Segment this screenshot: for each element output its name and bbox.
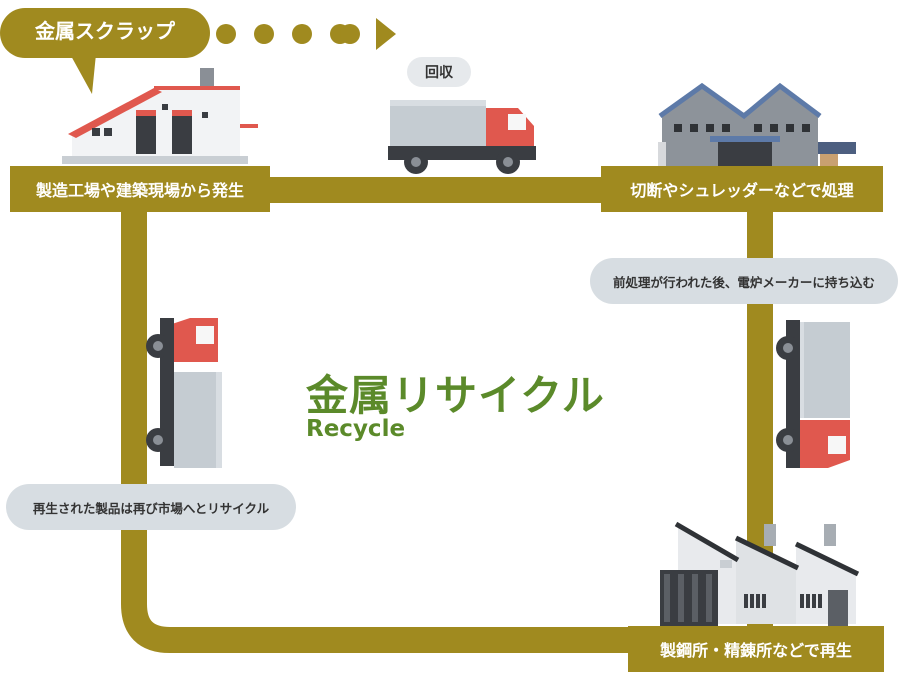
flow-arrow-icon — [216, 18, 396, 50]
scrap-bubble-label: 金属スクラップ — [35, 18, 175, 43]
truck-right-icon — [776, 320, 850, 468]
steel-mill-icon — [660, 521, 860, 626]
recovery-tag: 回収 — [407, 57, 471, 87]
truck-icon — [388, 100, 536, 174]
flow-arrow-dot-icon — [340, 24, 360, 44]
station-processing-label: 切断やシュレッダーなどで処理 — [601, 166, 883, 212]
station-steelworks-label: 製鋼所・精錬所などで再生 — [628, 626, 884, 672]
note-to-furnace: 前処理が行われた後、電炉メーカーに持ち込む — [590, 258, 898, 304]
note-back-to-market: 再生された製品は再び市場へとリサイクル — [6, 484, 296, 530]
warehouse-icon — [658, 82, 856, 166]
center-title: 金属リサイクル — [306, 371, 605, 420]
factory-building-icon — [62, 68, 258, 164]
station-origin-label: 製造工場や建築現場から発生 — [10, 166, 270, 212]
center-subtitle: Recycle — [306, 416, 406, 442]
truck-left-icon — [146, 318, 222, 468]
